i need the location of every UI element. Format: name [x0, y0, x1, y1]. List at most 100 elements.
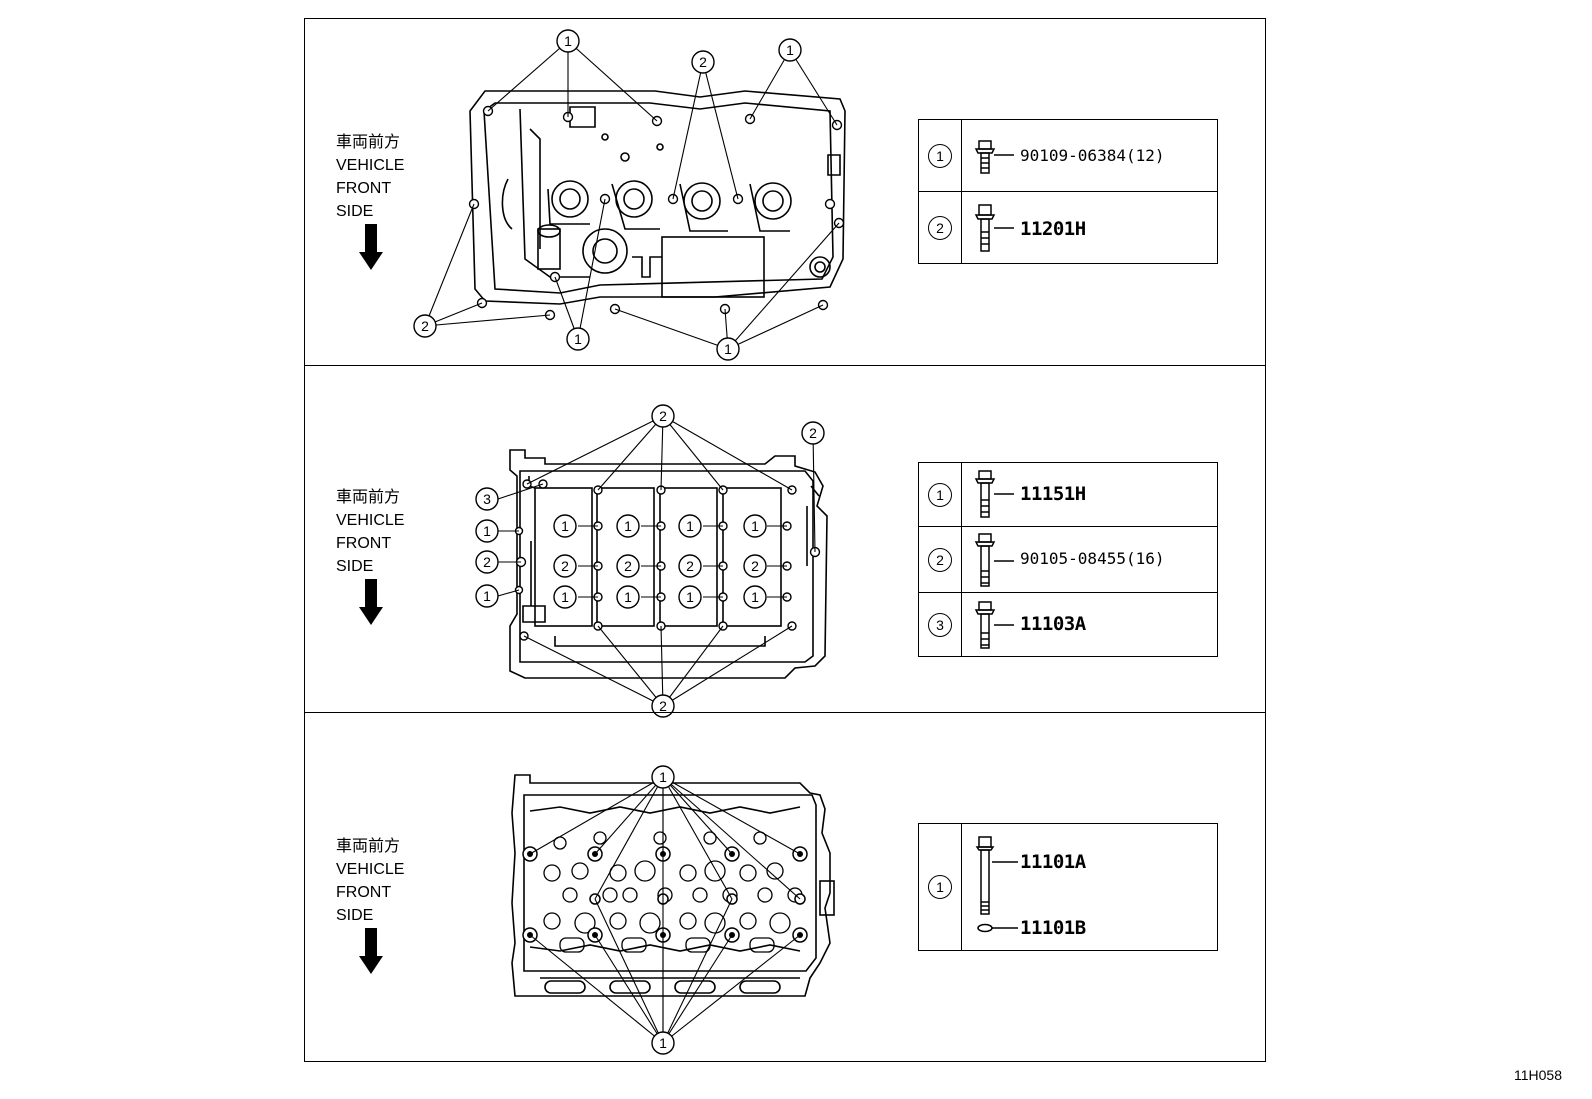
callout-circle: [651, 694, 675, 718]
bolt-legend-table: 1 11151H 2 90105-08455(16) 3: [918, 462, 1218, 657]
legend-part-code: 11101B: [1020, 917, 1086, 939]
front-label-line1: VEHICLE: [336, 861, 405, 878]
callout-circle: [678, 554, 702, 578]
front-label-line3: SIDE: [336, 558, 374, 575]
callout-circle: [616, 585, 640, 609]
legend-row: 1 11151H: [918, 462, 1218, 527]
legend-part-code: 11151H: [1020, 483, 1086, 505]
legend-callout-number: 2: [928, 215, 952, 240]
callout-circle: [475, 550, 499, 574]
callout-number: 1: [724, 341, 732, 357]
bolt-legend-table: 1 11101A 11101B: [918, 823, 1218, 951]
flange-bolt-icon: [974, 533, 1014, 587]
callout-circle: [743, 585, 767, 609]
arrow-down-icon: [359, 928, 383, 974]
legend-row: 3 11103A: [918, 592, 1218, 657]
callout-circle: [651, 404, 675, 428]
callout-number: 2: [624, 558, 632, 574]
legend-callout-number: 1: [928, 143, 952, 168]
legend-part-code: 11201H: [1020, 218, 1086, 240]
flange-bolt-icon: [974, 140, 1014, 174]
diagram-frame: 車両前方 VEHICLE FRONT SIDE: [304, 18, 1266, 1062]
front-label-jp: 車両前方: [336, 838, 401, 855]
callout-number: 2: [809, 425, 817, 441]
head-bolt-and-washer-icon: [975, 836, 1018, 933]
front-label-line2: FRONT: [336, 180, 392, 197]
callout-circle: [475, 519, 499, 543]
panel-head-cover: 車両前方 VEHICLE FRONT SIDE: [305, 19, 1265, 365]
callout-number: 2: [699, 54, 707, 70]
panel-camshaft-housing: 車両前方 VEHICLE FRONT SIDE: [305, 365, 1265, 718]
callout-circle: [651, 1031, 675, 1055]
callout-circle: [413, 314, 437, 338]
legend-callout-number: 1: [928, 875, 952, 899]
cylinder-head-drawing: 11: [511, 765, 835, 1055]
callout-circle: [475, 487, 499, 511]
callout-circle: [475, 584, 499, 608]
callout-number: 2: [686, 558, 694, 574]
bolt-icon: [974, 601, 1014, 649]
callout-circle: [743, 554, 767, 578]
callout-circle: [801, 421, 825, 445]
callout-number: 1: [561, 518, 569, 534]
legend-part-code: 11101A: [1020, 851, 1086, 873]
callout-circle: [678, 514, 702, 538]
callout-circle: [651, 765, 675, 789]
legend-row: 1 11101A 11101B: [918, 823, 1218, 951]
callout-number: 2: [659, 698, 667, 714]
callout-circle: [616, 554, 640, 578]
front-label-jp: 車両前方: [336, 134, 401, 151]
callout-number: 1: [564, 33, 572, 49]
vehicle-front-label: 車両前方 VEHICLE FRONT SIDE: [336, 835, 404, 927]
bolt-legend-table: 1 90109-06384(12) 2 11201H: [918, 119, 1218, 264]
legend-callout-number: 3: [928, 612, 952, 637]
front-label-line2: FRONT: [336, 535, 392, 552]
callout-circle: [566, 327, 590, 351]
legend-part-code: 11103A: [1020, 613, 1086, 635]
callout-number: 1: [751, 589, 759, 605]
callout-circle: [616, 514, 640, 538]
arrow-down-icon: [359, 224, 383, 270]
front-label-jp: 車両前方: [336, 489, 401, 506]
callout-number: 1: [751, 518, 759, 534]
callout-circle: [778, 38, 802, 62]
callout-number: 1: [659, 769, 667, 785]
vehicle-front-label: 車両前方 VEHICLE FRONT SIDE: [336, 486, 404, 578]
callout-number: 2: [659, 408, 667, 424]
callout-number: 1: [624, 518, 632, 534]
callout-circle: [553, 554, 577, 578]
callout-circle: [716, 337, 740, 361]
legend-row: 2 90105-08455(16): [918, 526, 1218, 593]
callout-number: 2: [483, 554, 491, 570]
legend-callout-number: 2: [928, 547, 952, 572]
legend-part-code: 90105-08455(16): [1020, 549, 1165, 568]
callout-number: 1: [686, 589, 694, 605]
callout-number: 1: [483, 588, 491, 604]
callout-number: 2: [751, 558, 759, 574]
front-label-line1: VEHICLE: [336, 512, 405, 529]
callout-number: 1: [686, 518, 694, 534]
callout-number: 2: [561, 558, 569, 574]
callout-circle: [678, 585, 702, 609]
front-label-line1: VEHICLE: [336, 157, 405, 174]
callout-circle: [556, 29, 580, 53]
front-label-line2: FRONT: [336, 884, 392, 901]
callout-number: 1: [786, 42, 794, 58]
legend-part-code: 90109-06384(12): [1020, 146, 1165, 165]
legend-row: 1 90109-06384(12): [918, 119, 1218, 192]
callout-circle: [743, 514, 767, 538]
front-label-line3: SIDE: [336, 203, 374, 220]
bolt-icon: [974, 470, 1014, 518]
callout-circle: [553, 514, 577, 538]
legend-row: 2 11201H: [918, 191, 1218, 264]
legend-callout-number: 1: [928, 482, 952, 507]
vehicle-front-label: 車両前方 VEHICLE FRONT SIDE: [336, 131, 404, 223]
callout-number: 1: [574, 331, 582, 347]
callout-number: 3: [483, 491, 491, 507]
callout-number: 1: [483, 523, 491, 539]
callout-circle: [691, 50, 715, 74]
callout-circle: [553, 585, 577, 609]
callout-number: 1: [624, 589, 632, 605]
